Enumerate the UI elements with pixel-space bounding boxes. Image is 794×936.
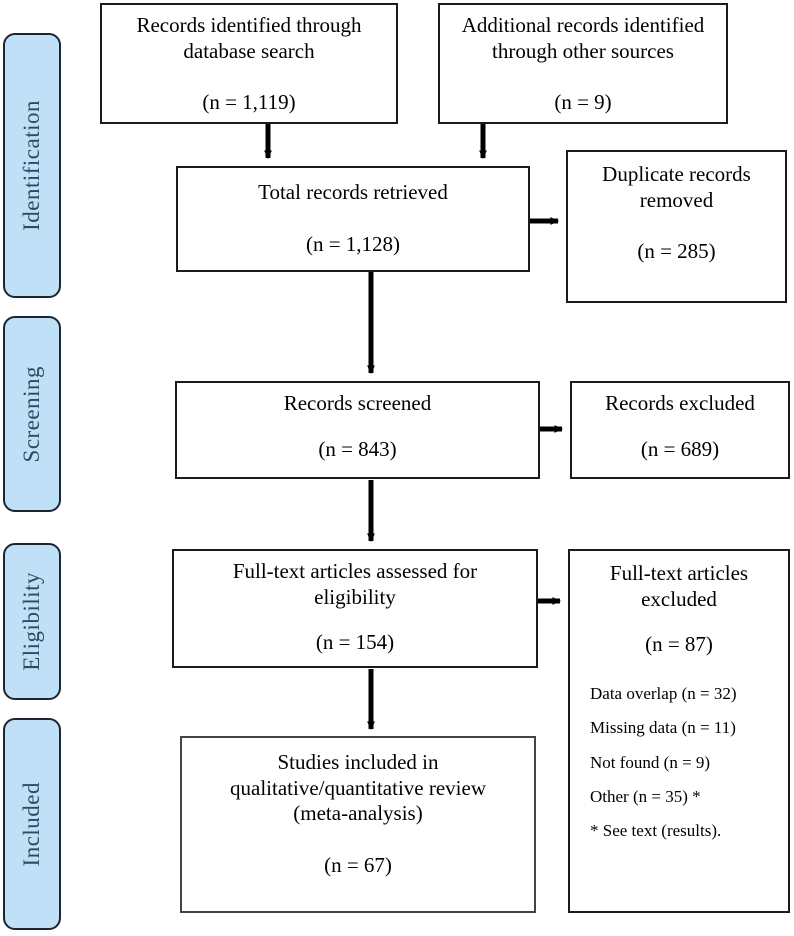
exclusion-reason-item: Other (n = 35) * bbox=[590, 787, 701, 806]
node-total-retrieved-count: (n = 1,128) bbox=[305, 231, 401, 256]
stage-label-included: Included bbox=[19, 781, 44, 867]
node-fulltext-assessed-title: Full-text articles assessed for eligibil… bbox=[232, 559, 478, 609]
exclusion-reason-footnote: * See text (results). bbox=[590, 821, 722, 841]
stage-band-eligibility: Eligibility bbox=[3, 543, 61, 700]
node-records-identified-title: Records identified through database sear… bbox=[136, 13, 362, 63]
exclusion-reason-item: Missing data (n = 11) bbox=[590, 718, 736, 738]
node-records-identified-count: (n = 1,119) bbox=[202, 90, 296, 115]
node-records-screened-title: Records screened bbox=[283, 391, 432, 415]
exclusion-reason-list: Data overlap (n = 32) Missing data (n = … bbox=[580, 684, 778, 842]
node-fulltext-excluded-count: (n = 87) bbox=[645, 632, 713, 657]
node-records-excluded-title: Records excluded bbox=[605, 391, 755, 415]
stage-label-screening: Screening bbox=[19, 365, 44, 463]
node-records-identified: Records identified through database sear… bbox=[100, 3, 398, 124]
node-records-excluded: Records excluded (n = 689) bbox=[570, 381, 790, 479]
node-duplicates-removed: Duplicate records removed (n = 285) bbox=[566, 150, 787, 303]
node-fulltext-assessed: Full-text articles assessed for eligibil… bbox=[172, 549, 538, 668]
stage-label-eligibility: Eligibility bbox=[19, 572, 44, 671]
node-total-retrieved-title: Total records retrieved bbox=[258, 180, 448, 204]
node-additional-records-title: Additional records identified through ot… bbox=[461, 13, 705, 63]
stage-label-identification: Identification bbox=[19, 100, 44, 231]
node-studies-included-count: (n = 67) bbox=[324, 852, 392, 877]
node-records-screened: Records screened (n = 843) bbox=[175, 381, 540, 479]
exclusion-reason-item: Not found (n = 9) bbox=[590, 752, 711, 772]
exclusion-reason-item: Data overlap (n = 32) bbox=[590, 683, 737, 703]
node-total-retrieved: Total records retrieved (n = 1,128) bbox=[176, 166, 530, 272]
stage-band-included: Included bbox=[3, 718, 61, 930]
node-additional-records: Additional records identified through ot… bbox=[438, 3, 728, 124]
node-records-excluded-count: (n = 689) bbox=[640, 436, 720, 461]
node-additional-records-count: (n = 9) bbox=[554, 90, 612, 115]
node-fulltext-excluded: Full-text articles excluded (n = 87) Dat… bbox=[568, 549, 790, 913]
node-studies-included: Studies included in qualitative/quantita… bbox=[180, 736, 536, 913]
node-studies-included-title: Studies included in qualitative/quantita… bbox=[230, 750, 486, 826]
node-fulltext-excluded-title: Full-text articles excluded bbox=[609, 561, 749, 611]
node-duplicates-removed-title: Duplicate records removed bbox=[602, 162, 751, 212]
node-duplicates-removed-count: (n = 285) bbox=[637, 239, 716, 264]
node-records-screened-count: (n = 843) bbox=[318, 436, 397, 461]
stage-band-screening: Screening bbox=[3, 316, 61, 512]
stage-band-identification: Identification bbox=[3, 33, 61, 298]
node-fulltext-assessed-count: (n = 154) bbox=[315, 630, 395, 655]
